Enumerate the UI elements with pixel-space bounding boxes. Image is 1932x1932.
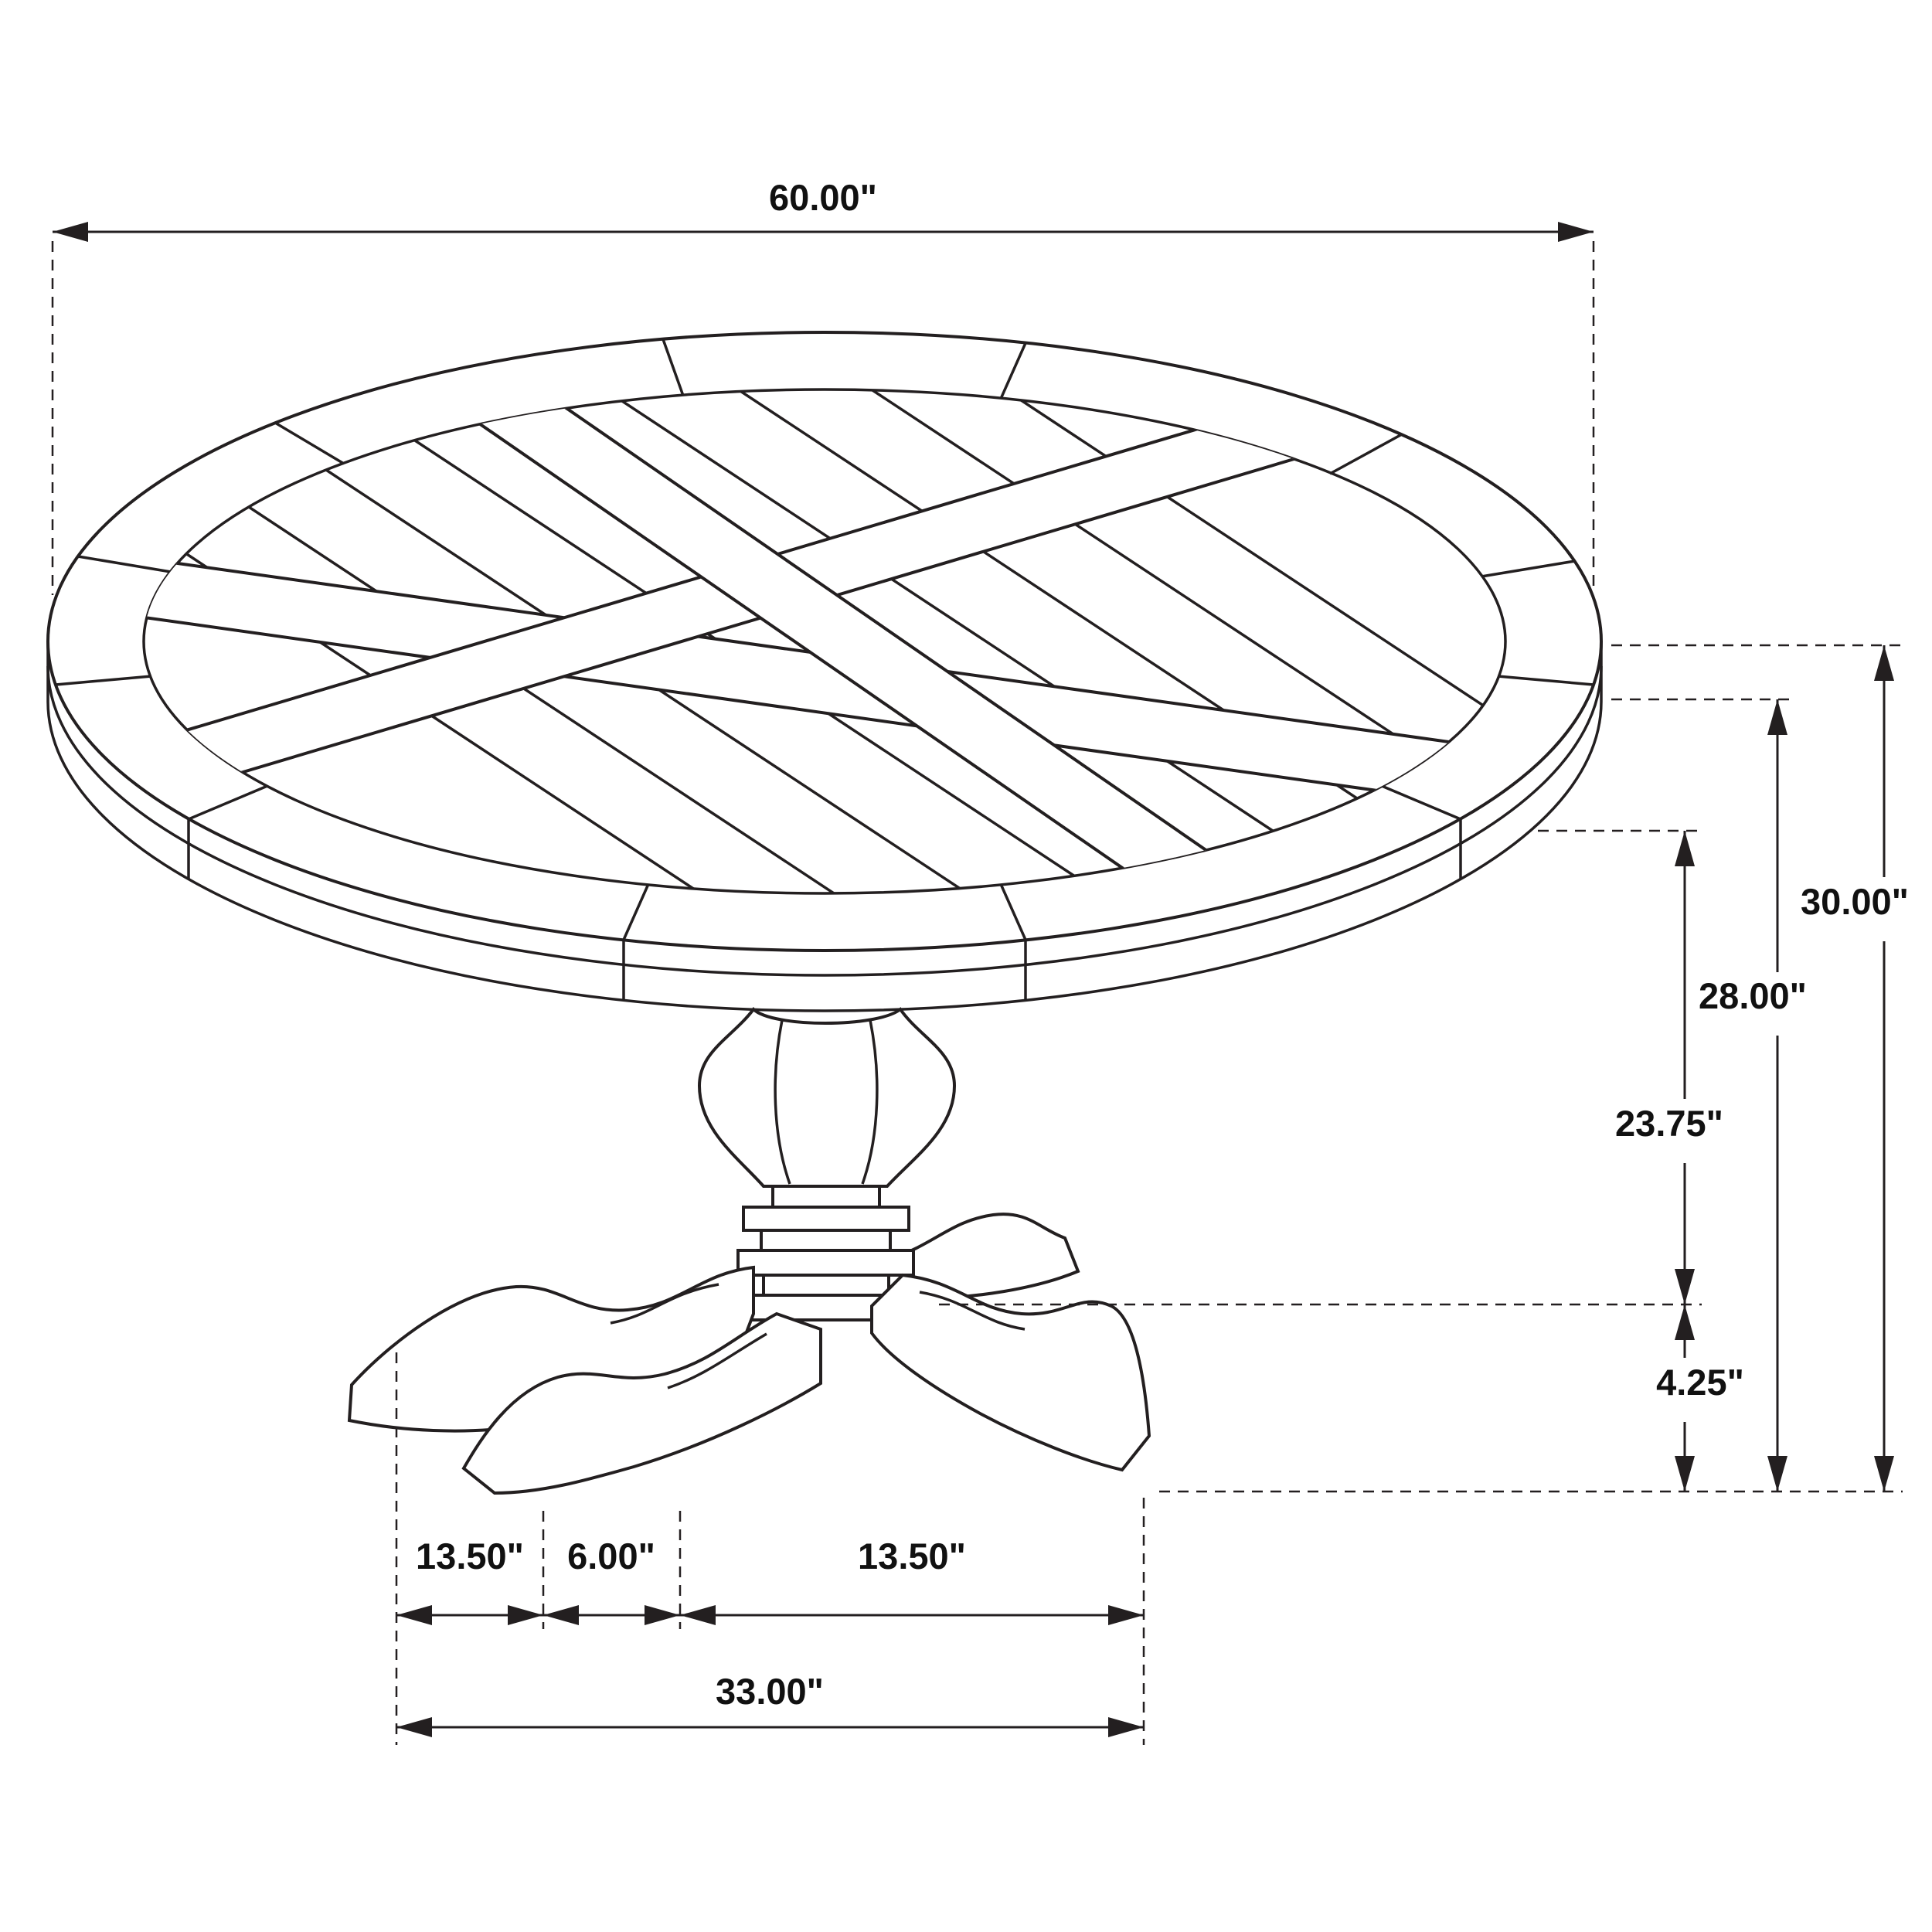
pedestal-left-foot-contour	[610, 1283, 719, 1325]
tabletop-rim-joints	[55, 338, 1594, 940]
dim-label-clearance: 23.75"	[1615, 1103, 1723, 1144]
tabletop-side-bottom-edge	[46, 701, 1603, 1012]
dim-label-top-diameter: 60.00"	[769, 177, 877, 218]
pedestal-vase	[697, 1006, 957, 1188]
arrowhead-left	[543, 1605, 579, 1625]
tabletop-batten-rising	[144, 389, 1505, 812]
dim-label-base-spread: 33.00"	[716, 1671, 824, 1712]
arrowhead-right	[1108, 1605, 1144, 1625]
arrowhead-left	[680, 1605, 716, 1625]
dim-label-base-segment-center: 6.00"	[567, 1536, 655, 1577]
tabletop-parquet	[144, 389, 1505, 893]
pedestal-ring	[760, 1229, 892, 1252]
tabletop-side-joints	[187, 819, 1462, 1000]
dim-right-heights: 30.00" 28.00" 23.75" 4.25"	[939, 644, 1909, 1493]
pedestal-front-foot	[461, 1311, 822, 1495]
pedestal-vase-facet-right	[861, 1019, 879, 1185]
pedestal-ring	[762, 1274, 890, 1297]
arrowhead-left	[396, 1605, 432, 1625]
dim-label-base-height: 4.25"	[1656, 1362, 1744, 1403]
dim-bottom-base: 13.50" 6.00" 13.50" 33.00"	[395, 1352, 1145, 1745]
dim-clearance: 23.75"	[1615, 831, 1723, 1304]
arrowhead-down	[1675, 1269, 1695, 1304]
dim-top-diameter: 60.00"	[51, 177, 1595, 595]
pedestal-front-foot-contour	[667, 1332, 767, 1389]
pedestal-ring	[771, 1185, 881, 1209]
dim-label-overall-height: 30.00"	[1801, 881, 1909, 922]
arrowhead-up	[1675, 831, 1695, 866]
arrowhead-down	[1767, 1456, 1787, 1492]
dim-base-spread: 33.00"	[396, 1671, 1144, 1737]
arrowhead-right	[1108, 1717, 1144, 1737]
pedestal-vase-facet-left	[774, 1019, 791, 1185]
arrowhead-up	[1767, 699, 1787, 735]
dim-floor-to-top-edge: 28.00"	[1699, 699, 1807, 1492]
tabletop-batten-middle	[144, 556, 1505, 812]
dim-label-base-segment-left: 13.50"	[416, 1536, 524, 1577]
dim-base-height: 4.25"	[1656, 1304, 1744, 1492]
arrowhead-right	[1558, 222, 1594, 242]
arrowhead-down	[1675, 1456, 1695, 1492]
pedestal-ring	[736, 1249, 915, 1277]
arrowhead-up	[1675, 1304, 1695, 1340]
arrowhead-up	[1874, 645, 1894, 681]
pedestal	[347, 1006, 1151, 1495]
tabletop-batten-falling	[382, 389, 1272, 893]
pedestal-back-foot	[886, 1213, 1080, 1301]
tabletop-side-mid-edge	[46, 665, 1603, 977]
pedestal-right-foot	[870, 1273, 1151, 1472]
tabletop	[46, 331, 1603, 1012]
tabletop-inner-ellipse	[142, 388, 1507, 895]
dim-label-base-segment-right: 13.50"	[858, 1536, 966, 1577]
pedestal-right-foot-contour	[919, 1291, 1026, 1331]
arrowhead-left	[396, 1717, 432, 1737]
arrowhead-right	[645, 1605, 680, 1625]
arrowhead-right	[508, 1605, 543, 1625]
arrowhead-down	[1874, 1456, 1894, 1492]
arrowhead-left	[53, 222, 88, 242]
dim-label-floor-to-top-edge: 28.00"	[1699, 975, 1807, 1016]
dim-overall-height: 30.00"	[1801, 645, 1909, 1492]
pedestal-ring	[742, 1206, 910, 1232]
dim-base-segments: 13.50" 6.00" 13.50"	[396, 1536, 1144, 1625]
